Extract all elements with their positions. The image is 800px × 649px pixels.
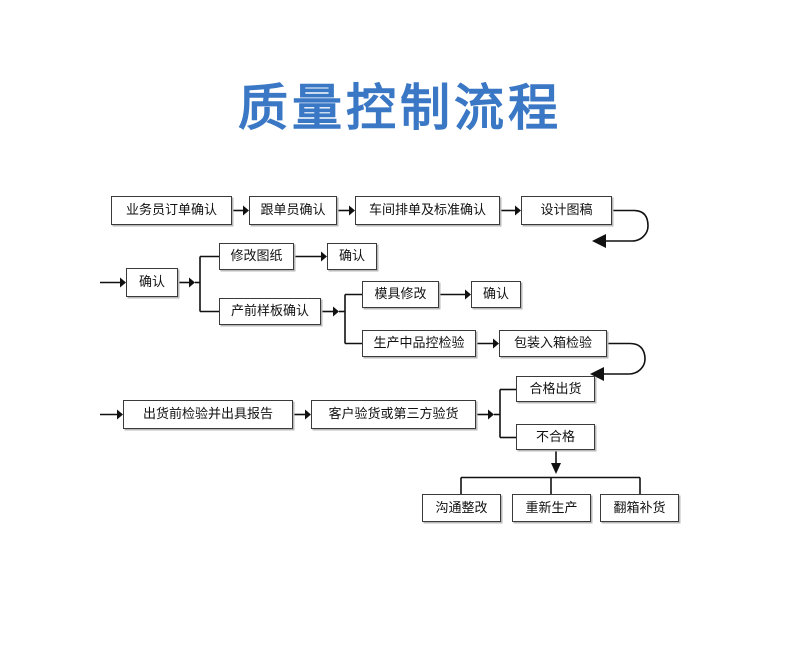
page-title: 质量控制流程 (238, 79, 562, 137)
edge-n11-n12 (476, 338, 499, 349)
node-confirm-drawing[interactable]: 确认 (327, 243, 377, 270)
edge-n8-branch (321, 293, 362, 345)
node-confirm-design[interactable]: 确认 (126, 268, 178, 297)
edge-n13-n14 (293, 409, 311, 420)
edge-n6-n7 (294, 251, 327, 262)
node-customer-or-third-party-inspection[interactable]: 客户验货或第三方验货 (311, 400, 476, 429)
node-design-draft[interactable]: 设计图稿 (521, 196, 612, 225)
node-unqualified[interactable]: 不合格 (516, 424, 595, 450)
edge-n1-n2 (232, 205, 249, 216)
edge-entry-n5 (100, 277, 126, 288)
edge-n5-branch (178, 255, 219, 313)
edge-n14-branch (476, 388, 516, 439)
edge-n9-n10 (439, 289, 471, 300)
node-merchandiser-confirm[interactable]: 跟单员确认 (249, 196, 337, 225)
edge-n3-n4 (500, 205, 521, 216)
node-confirm-mold[interactable]: 确认 (471, 281, 521, 308)
node-pre-production-sample-confirm[interactable]: 产前样板确认 (219, 298, 321, 325)
node-communicate-rectify[interactable]: 沟通整改 (422, 494, 501, 522)
node-mold-modification[interactable]: 模具修改 (362, 281, 439, 308)
node-workshop-schedule-standard-confirm[interactable]: 车间排单及标准确认 (355, 196, 500, 225)
edge-n16-fanout (460, 450, 641, 494)
node-pre-shipment-inspection-report[interactable]: 出货前检验并出具报告 (123, 400, 293, 429)
node-repack-replenish[interactable]: 翻箱补货 (600, 494, 679, 522)
node-revise-drawing[interactable]: 修改图纸 (219, 243, 294, 270)
node-qualified-shipment[interactable]: 合格出货 (516, 376, 595, 402)
node-in-production-quality-inspection[interactable]: 生产中品控检验 (362, 330, 476, 357)
edge-n2-n3 (337, 205, 355, 216)
node-reproduce[interactable]: 重新生产 (512, 494, 591, 522)
edge-entry-n13 (100, 409, 123, 420)
node-packing-carton-inspection[interactable]: 包装入箱检验 (499, 330, 607, 357)
node-business-order-confirm[interactable]: 业务员订单确认 (111, 196, 232, 225)
